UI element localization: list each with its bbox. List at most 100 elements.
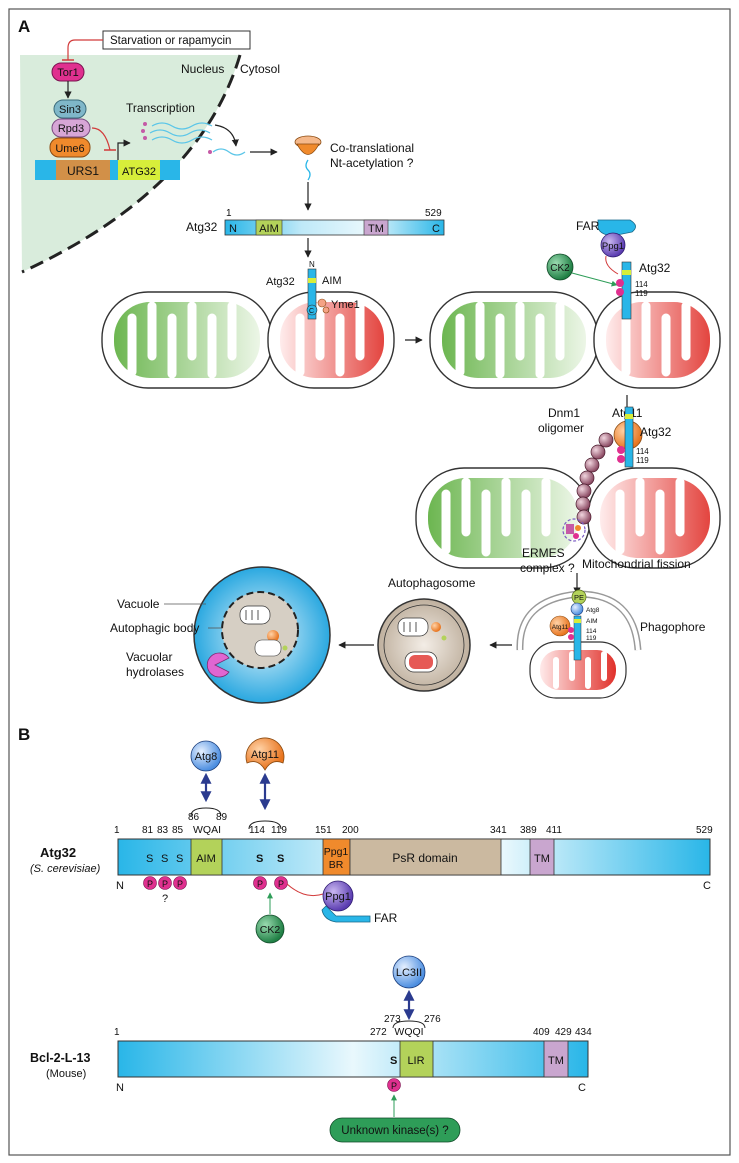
b-aim-label: AIM [196, 853, 216, 865]
dnm1-line2: oligomer [538, 421, 584, 435]
b-atg32-species: (S. cerevisiae) [30, 863, 101, 875]
hydrolase-pacman [206, 652, 230, 678]
vacuole [193, 566, 331, 704]
bcl-s272: S [390, 1055, 397, 1067]
cotrans-line2: Nt-acetylation ? [330, 156, 414, 170]
a-bar-start: 1 [226, 208, 232, 219]
mito2-atg32: Atg32 [639, 261, 671, 275]
b-psr-domain [349, 838, 502, 876]
b-pos-85: 85 [172, 825, 184, 836]
bcl-n: N [116, 1082, 124, 1094]
rpd3-node [51, 118, 91, 138]
b-ppg1br-line1: Ppg1 [324, 846, 349, 858]
phago-s114: 114 [586, 628, 597, 635]
a-bar-tm: TM [368, 223, 384, 235]
b-pos-119: 119 [271, 825, 287, 836]
mito3-atg32: Atg32 [640, 425, 672, 439]
a-tm-segment [363, 219, 389, 236]
b-s85: S [176, 853, 183, 865]
mito2-s114: 114 [635, 280, 648, 289]
autophagosome-label: Autophagosome [388, 576, 476, 590]
ppg1-ball-a [600, 232, 626, 258]
ermes-line2: complex ? [520, 561, 575, 575]
b-pos-341: 341 [490, 825, 507, 836]
bcl-pos-429: 429 [555, 1027, 572, 1038]
nucleus-label: Nucleus [181, 62, 224, 76]
far-label-a: FAR [576, 219, 600, 233]
mito-green-1 [101, 291, 273, 389]
mito3-s119: 119 [636, 456, 649, 465]
rpd3-label: Rpd3 [58, 123, 84, 135]
b-pos-89: 89 [216, 812, 228, 823]
b-p114: P [257, 879, 263, 889]
bcl-wqqi: WQQI [394, 1026, 423, 1038]
bcl-lir-label: LIR [407, 1055, 424, 1067]
a-bar-n: N [229, 223, 237, 235]
unknown-kinase-pill [329, 1117, 461, 1143]
atg11-label-b: Atg11 [251, 749, 279, 761]
mito1-c: C [309, 308, 314, 315]
bcl-name: Bcl-2-L-13 [30, 1051, 90, 1065]
b-pos-200: 200 [342, 825, 359, 836]
bcl-pos-409: 409 [533, 1027, 550, 1038]
dnm1-oligomer [575, 432, 614, 525]
a-bar-c: C [432, 223, 440, 235]
atg11-small-label: Atg11 [552, 624, 569, 631]
pe-label: PE [574, 593, 584, 602]
mito-red-2 [593, 291, 721, 389]
ppg1-label-b: Ppg1 [325, 891, 351, 903]
aim-small-label: AIM [586, 618, 598, 625]
a-bar-name: Atg32 [186, 220, 218, 234]
urs1-box [56, 160, 110, 180]
a-bar-end: 529 [425, 208, 442, 219]
b-question: ? [162, 893, 168, 905]
ermes-circle [562, 518, 586, 542]
mito-green-3 [415, 467, 591, 569]
atg8-label-b: Atg8 [195, 751, 218, 763]
phagophore-label: Phagophore [640, 620, 706, 634]
b-s119: S [277, 853, 284, 865]
vacuole-label: Vacuole [117, 597, 160, 611]
b-atg32-name: Atg32 [40, 845, 76, 860]
urs1-label: URS1 [67, 164, 99, 178]
far-shape-a [597, 219, 636, 237]
cytosol-label: Cytosol [240, 62, 280, 76]
phago-s119: 119 [586, 635, 597, 642]
mito3-s114: 114 [636, 447, 649, 456]
cotrans-line1: Co-translational [330, 141, 414, 155]
ck2-ball-b [255, 914, 285, 944]
ppg1-ball-b [322, 880, 354, 912]
atg32-gene-box [118, 160, 160, 180]
ermes-line1: ERMES [522, 546, 565, 560]
b-pos-151: 151 [315, 825, 332, 836]
panel-b-label: B [18, 725, 30, 744]
atg32-gene-label: ATG32 [122, 166, 156, 178]
bcl-pos-273: 273 [384, 1014, 401, 1025]
b-p119: P [278, 879, 284, 889]
b-c: C [703, 880, 711, 892]
lc3ii-label: LC3II [396, 967, 422, 979]
bcl-pos-1: 1 [114, 1027, 120, 1038]
b-s81: S [146, 853, 153, 865]
b-p81: P [147, 879, 153, 889]
autophagosome [377, 598, 471, 692]
hydrolases-line1: Vacuolar [126, 650, 172, 664]
b-pos-81: 81 [142, 825, 154, 836]
b-pos-411: 411 [546, 825, 562, 836]
mito1-aim: AIM [322, 275, 342, 287]
b-tm-label: TM [534, 853, 550, 865]
b-pos-86: 86 [188, 812, 200, 823]
b-tm-domain [529, 838, 555, 876]
b-aim-domain [190, 838, 223, 876]
bcl-bar [117, 1040, 589, 1078]
ck2-label-b: CK2 [260, 924, 281, 936]
sin3-node [53, 99, 87, 119]
mito2-s119: 119 [635, 289, 648, 298]
far-shape-b [321, 905, 371, 923]
mito-green-2 [429, 291, 599, 389]
b-pos-529: 529 [696, 825, 713, 836]
fission-label: Mitochondrial fission [582, 557, 691, 571]
hydrolases-line2: hydrolases [126, 665, 184, 679]
atg11-ball-b [245, 737, 285, 771]
bcl-c: C [578, 1082, 586, 1094]
